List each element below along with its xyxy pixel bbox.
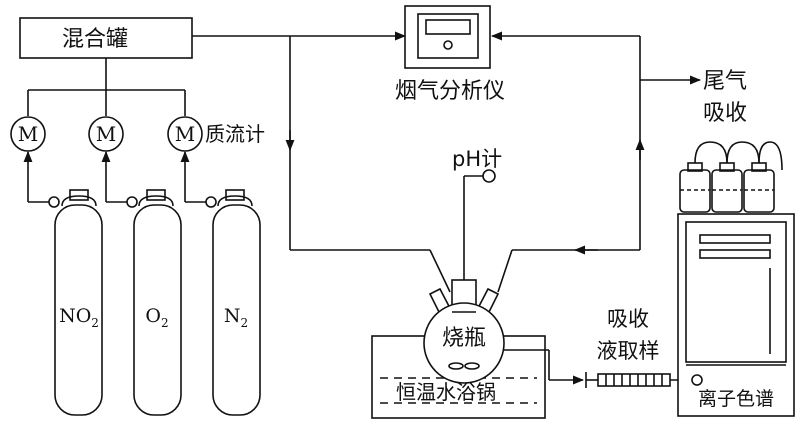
mixing-tank-label: 混合罐 <box>62 27 128 52</box>
cylinder-label-no2: NO2 <box>59 305 99 330</box>
tail-gas-label-line2: 吸收 <box>703 101 747 126</box>
flue-gas-analyzer-label: 烟气分析仪 <box>395 79 505 104</box>
mass-flow-meter-3 <box>167 116 203 152</box>
meter-symbol-3: M <box>175 122 195 146</box>
round-bottom-flask <box>423 279 505 384</box>
mass-flow-meter-2 <box>88 116 124 152</box>
cylinder-n2 <box>205 189 261 416</box>
ph-meter-label: pH计 <box>452 147 502 171</box>
ph-probe-icon <box>482 169 496 183</box>
mixing-tank-box <box>19 17 193 59</box>
meter-symbol-2: M <box>96 122 116 146</box>
cylinder-o2 <box>126 189 182 416</box>
mass-flow-meter-1 <box>10 116 46 152</box>
sampling-label-line2: 液取样 <box>597 339 660 363</box>
cylinder-label-o2: O2 <box>145 305 168 330</box>
flue-gas-analyzer <box>404 5 491 69</box>
ion-chromatograph <box>677 141 795 417</box>
ion-chromatography-label: 离子色谱 <box>698 388 774 410</box>
sampling-syringe <box>585 372 690 388</box>
mass-flow-meter-label: 质流计 <box>205 122 265 146</box>
cylinder-no2 <box>48 189 103 416</box>
flask-label: 烧瓶 <box>442 326 486 351</box>
sampling-label-line1: 吸收 <box>607 307 649 331</box>
cylinder-label-n2: N2 <box>224 305 248 330</box>
meter-symbol-1: M <box>18 122 38 146</box>
tail-gas-label-line1: 尾气 <box>703 69 747 94</box>
water-bath-label: 恒温水浴锅 <box>396 380 496 404</box>
